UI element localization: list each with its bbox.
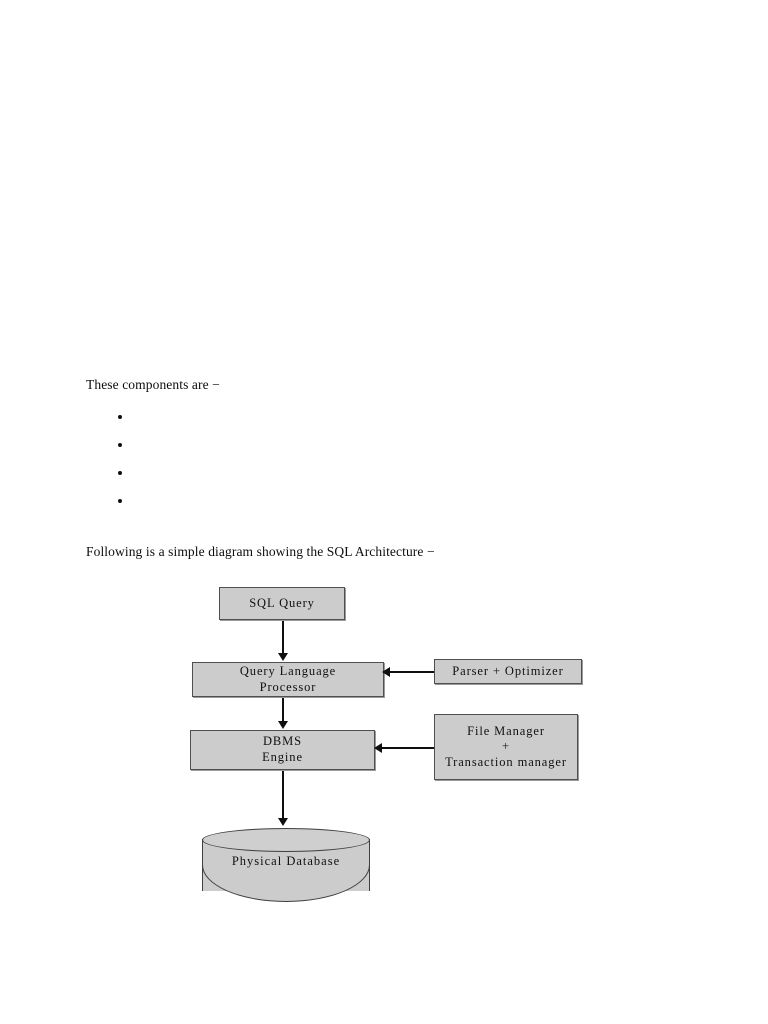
cylinder-top [202, 828, 370, 852]
paragraph-components-intro: These components are − [86, 377, 220, 392]
bullet-dot-icon [118, 471, 122, 475]
diagram-node-dbms-engine: DBMS Engine [190, 730, 375, 770]
diagram-node-query-language-processor: Query Language Processor [192, 662, 384, 697]
diagram-node-file-transaction-manager: File Manager + Transaction manager [434, 714, 578, 780]
list-item [104, 432, 140, 460]
edge-parser-to-qlp-arrowhead [382, 667, 390, 677]
edge-sql-query-to-qlp-line [282, 621, 284, 654]
bullet-dot-icon [118, 443, 122, 447]
edge-qlp-to-dbms-arrowhead [278, 721, 288, 729]
edge-dbms-to-database-line [282, 771, 284, 819]
diagram-node-label: DBMS Engine [262, 734, 303, 764]
components-bullet-list [104, 404, 140, 516]
edge-qlp-to-dbms-line [282, 698, 284, 722]
diagram-node-label: Parser + Optimizer [452, 663, 564, 678]
edge-parser-to-qlp-line [390, 671, 434, 673]
diagram-node-sql-query: SQL Query [219, 587, 345, 620]
edge-filemgr-to-dbms-line [382, 747, 434, 749]
diagram-node-physical-database: Physical Database [202, 828, 372, 904]
list-item [104, 488, 140, 516]
list-item [104, 404, 140, 432]
cylinder-bottom [202, 865, 370, 902]
diagram-node-label: Physical Database [231, 854, 341, 868]
list-item [104, 460, 140, 488]
bullet-dot-icon [118, 499, 122, 503]
diagram-node-parser-optimizer: Parser + Optimizer [434, 659, 582, 684]
diagram-node-label: Query Language Processor [239, 663, 337, 694]
edge-sql-query-to-qlp-arrowhead [278, 653, 288, 661]
edge-filemgr-to-dbms-arrowhead [374, 743, 382, 753]
diagram-node-label: SQL Query [249, 595, 315, 610]
bullet-dot-icon [118, 415, 122, 419]
diagram-node-label: File Manager + Transaction manager [445, 723, 567, 769]
paragraph-diagram-intro: Following is a simple diagram showing th… [86, 544, 435, 559]
edge-dbms-to-database-arrowhead [278, 818, 288, 826]
